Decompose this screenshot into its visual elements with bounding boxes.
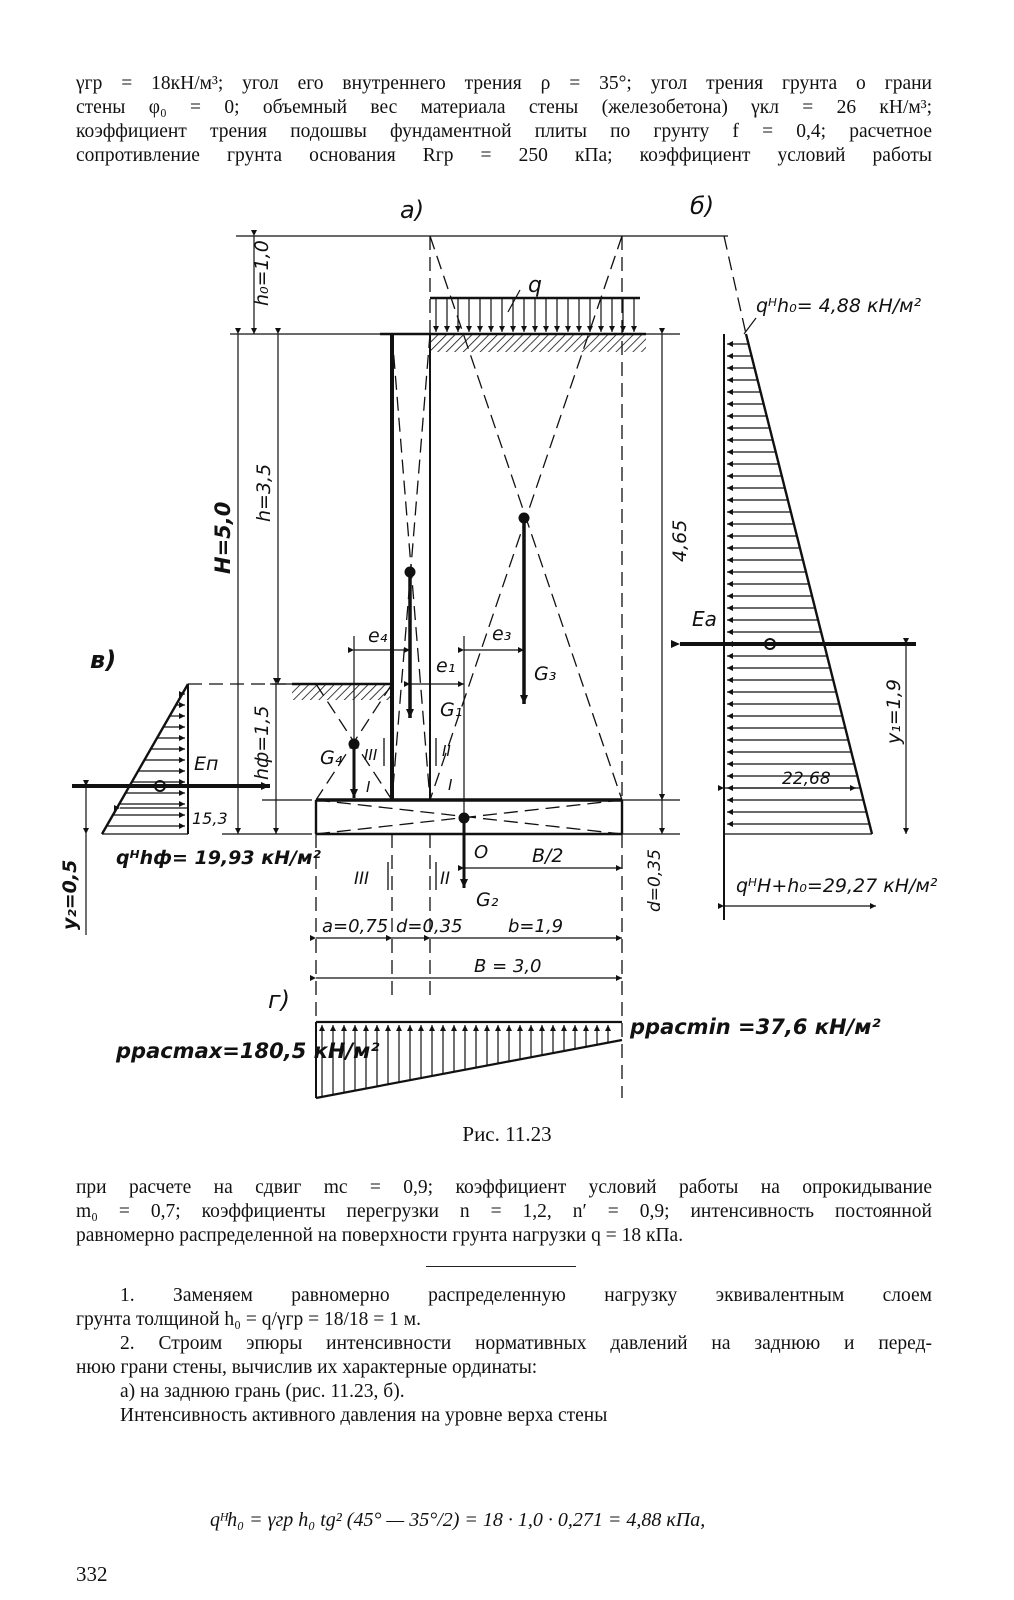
- retaining-wall-figure: а) б) в) г) h₀=1,0 h=3,5 H=5,0 hф=1,5 4,…: [59, 192, 938, 1100]
- label-qHh0: qᴴH+h₀=29,27 кН/м²: [736, 875, 938, 897]
- page-number: 332: [76, 1562, 108, 1586]
- figure-caption: Рис. 11.23: [462, 1122, 552, 1146]
- label-En: Eп: [194, 753, 218, 775]
- dim-465: 4,65: [669, 520, 691, 562]
- section-I-right: I: [448, 776, 453, 794]
- weight-forces: [348, 512, 530, 888]
- body-line-3: равномерно распределенной на поверхности…: [76, 1225, 684, 1246]
- dim-a: a=0,75: [322, 916, 388, 937]
- vertical-dimensions: [83, 230, 909, 935]
- body-line-1: при расчете на сдвиг mc = 0,9; коэффицие…: [76, 1177, 932, 1198]
- label-e4: e₄: [368, 625, 388, 647]
- dashed-construction-lines: [188, 235, 623, 1098]
- label-Ea: Ea: [692, 607, 717, 631]
- label-qh0: qᴴh₀= 4,88 кН/м²: [756, 295, 922, 317]
- step-2-line-2: нюю грани стены, вычислив их характерные…: [76, 1357, 538, 1378]
- intro-line-4: сопротивление грунта основания Rгр = 250…: [76, 145, 932, 166]
- label-e3: e₃: [492, 623, 511, 645]
- label-G1: G₁: [440, 699, 462, 721]
- label-2268: 22,68: [782, 769, 831, 789]
- eccentricity-dims: [348, 636, 524, 818]
- dim-H: H=5,0: [211, 502, 235, 574]
- active-pressure-diagram: [723, 235, 874, 920]
- label-pmin: pрасmin =37,6 кН/м²: [629, 1015, 881, 1039]
- dim-y2: y₂=0,5: [59, 860, 81, 930]
- panel-a-label: а): [400, 196, 424, 224]
- dim-h0: h₀=1,0: [251, 240, 273, 306]
- extension-lines: [222, 235, 728, 835]
- label-G2: G₂: [476, 889, 499, 911]
- step-1-line-2: грунта толщиной h₀ = q/γгр = 18/18 = 1 м…: [76, 1309, 421, 1330]
- panel-g-label: г): [268, 986, 290, 1014]
- dim-b: b=1,9: [508, 916, 563, 937]
- formula-qh0: qᴴh₀ = γгр h₀ tg² (45° — 35°/2) = 18 · 1…: [210, 1509, 706, 1531]
- label-qhf: qᴴhф= 19,93 кН/м²: [116, 847, 322, 869]
- ground-hatch-back: [430, 334, 646, 352]
- step-1-line-1: 1. Заменяем равномерно распределенную на…: [120, 1285, 932, 1306]
- separator-rule: [426, 1266, 576, 1267]
- dim-d035: d=0,35: [645, 849, 665, 912]
- label-G4: G₄: [320, 747, 343, 769]
- dim-B: B = 3,0: [474, 956, 542, 977]
- bottom-dimensions: [310, 935, 622, 981]
- passive-pressure-diagram: [100, 683, 190, 835]
- label-O: O: [474, 842, 488, 863]
- dim-h: h=3,5: [253, 464, 275, 522]
- section-II-bottom: II: [440, 869, 450, 889]
- load-q-label: q: [528, 273, 542, 298]
- intro-line-1: γгр = 18кН/м³; угол его внутреннего трен…: [76, 73, 932, 94]
- intro-line-3: коэффициент трения подошвы фундаментной …: [76, 121, 932, 142]
- label-e1: e₁: [436, 655, 455, 677]
- label-153: 15,3: [192, 809, 228, 828]
- panel-v-label: в): [90, 646, 116, 674]
- base-slab: [314, 798, 624, 836]
- panel-b-label: б): [690, 192, 714, 220]
- surface-load-q: [430, 296, 640, 332]
- step-2-line-4: Интенсивность активного давления на уров…: [120, 1405, 608, 1426]
- label-pmax: pрасmax=180,5 кН/м²: [115, 1039, 380, 1063]
- label-G3: G₃: [534, 663, 556, 685]
- section-II-top: II: [442, 742, 451, 760]
- section-III-bottom: III: [354, 869, 369, 889]
- step-2-line-1: 2. Строим эпюры интенсивности нормативны…: [120, 1333, 932, 1354]
- ground-hatch-front: [292, 684, 390, 700]
- dim-d: d=0,35: [396, 916, 463, 937]
- soil-reaction-diagram: [315, 1020, 623, 1100]
- body-line-2: m₀ = 0,7; коэффициенты перегрузки n = 1,…: [76, 1201, 932, 1222]
- intro-line-2: стены φ₀ = 0; объемный вес материала сте…: [76, 97, 932, 118]
- step-2-line-3: а) на заднюю грань (рис. 11.23, б).: [120, 1381, 405, 1402]
- section-I-left: I: [366, 778, 371, 796]
- dim-y1: y₁=1,9: [883, 679, 905, 745]
- dim-B2: B/2: [532, 845, 564, 867]
- section-III-top: III: [364, 746, 378, 764]
- dim-hf: hф=1,5: [251, 706, 273, 780]
- wall-stem: [390, 333, 431, 800]
